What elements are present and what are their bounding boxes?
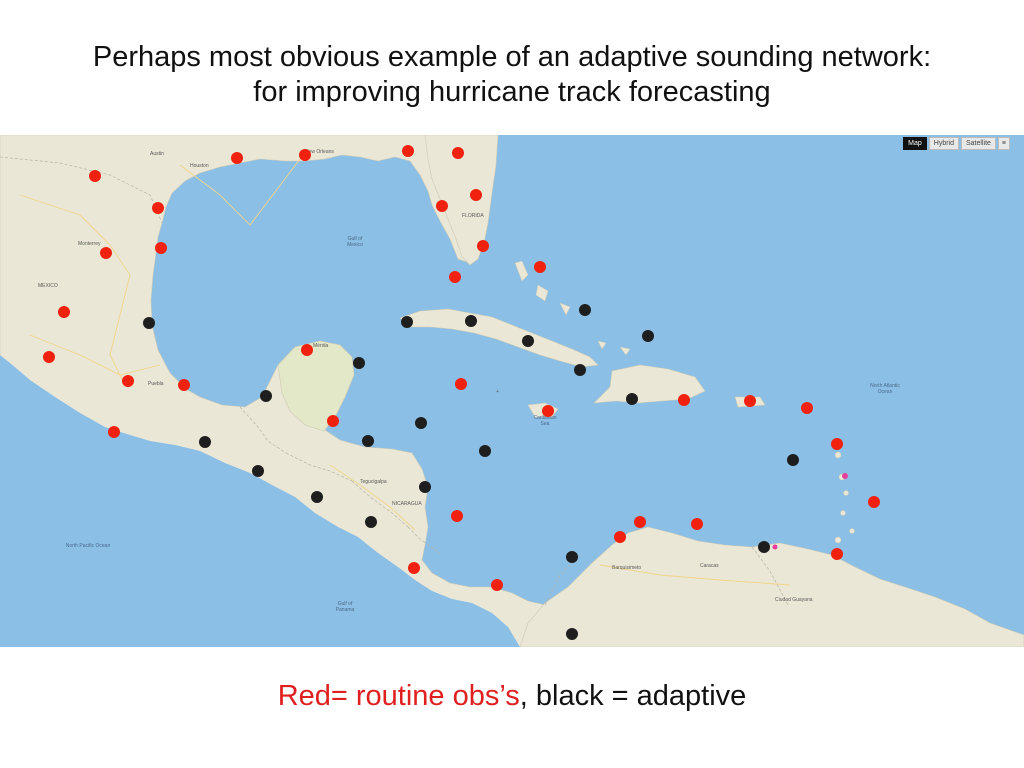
routine-station[interactable]: [831, 438, 843, 450]
map-settings-button[interactable]: ≡: [997, 137, 1010, 150]
routine-station[interactable]: [614, 531, 626, 543]
florida-label: FLORIDA: [462, 213, 484, 219]
city-houston: Houston: [190, 163, 209, 169]
city-new-orleans: New Orleans: [305, 149, 334, 155]
routine-station[interactable]: [155, 242, 167, 254]
hispaniola: [593, 364, 706, 404]
adaptive-station[interactable]: [415, 417, 427, 429]
city-caracas: Caracas: [700, 563, 719, 569]
city-monterrey: Monterrey: [78, 241, 101, 247]
adaptive-station[interactable]: [401, 316, 413, 328]
routine-station[interactable]: [299, 149, 311, 161]
legend-caption: Red= routine obs’s, black = adaptive: [0, 680, 1024, 713]
routine-stations: [43, 145, 880, 591]
slide-title: Perhaps most obvious example of an adapt…: [0, 40, 1024, 110]
routine-station[interactable]: [152, 202, 164, 214]
routine-station[interactable]: [89, 170, 101, 182]
routine-station[interactable]: [451, 510, 463, 522]
adaptive-station[interactable]: [143, 317, 155, 329]
adaptive-station[interactable]: [566, 551, 578, 563]
routine-station[interactable]: [122, 375, 134, 387]
routine-station[interactable]: [455, 378, 467, 390]
adaptive-station[interactable]: [787, 454, 799, 466]
map-type-map-button[interactable]: Map: [903, 137, 927, 150]
adaptive-station[interactable]: [365, 516, 377, 528]
map-crosshair: +: [496, 389, 499, 395]
routine-station[interactable]: [801, 402, 813, 414]
city-barquisimeto: Barquisimeto: [612, 565, 641, 571]
routine-station[interactable]: [868, 496, 880, 508]
adaptive-station[interactable]: [353, 357, 365, 369]
routine-station[interactable]: [452, 147, 464, 159]
adaptive-station[interactable]: [419, 481, 431, 493]
routine-station[interactable]: [691, 518, 703, 530]
title-line-1: Perhaps most obvious example of an adapt…: [92, 41, 932, 73]
adaptive-station[interactable]: [522, 335, 534, 347]
adaptive-station[interactable]: [252, 465, 264, 477]
florida-peninsula: [424, 135, 499, 266]
routine-station[interactable]: [542, 405, 554, 417]
adaptive-station[interactable]: [260, 390, 272, 402]
routine-station[interactable]: [470, 189, 482, 201]
adaptive-station[interactable]: [642, 330, 654, 342]
mexico-label: MEXICO: [38, 283, 58, 289]
routine-station[interactable]: [744, 395, 756, 407]
routine-station[interactable]: [301, 344, 313, 356]
adaptive-stations: [143, 304, 799, 640]
adaptive-station[interactable]: [566, 628, 578, 640]
pink-marker: [842, 473, 848, 479]
adaptive-station[interactable]: [574, 364, 586, 376]
map-type-hybrid-button[interactable]: Hybrid: [928, 137, 959, 150]
north-pacific-label: North Pacific Ocean: [66, 543, 111, 549]
routine-station[interactable]: [449, 271, 461, 283]
routine-station[interactable]: [477, 240, 489, 252]
routine-station[interactable]: [436, 200, 448, 212]
city-puebla: Puebla: [148, 381, 164, 387]
adaptive-station[interactable]: [199, 436, 211, 448]
nicaragua-label: NICARAGUA: [392, 501, 422, 507]
routine-station[interactable]: [678, 394, 690, 406]
routine-station[interactable]: [43, 351, 55, 363]
bahamas: [514, 260, 631, 356]
city-tegucigalpa: Tegucigalpa: [360, 479, 387, 485]
routine-station[interactable]: [100, 247, 112, 259]
routine-station[interactable]: [831, 548, 843, 560]
routine-station[interactable]: [634, 516, 646, 528]
map-type-controls: Map Hybrid Satellite ≡: [903, 137, 1010, 150]
routine-station[interactable]: [491, 579, 503, 591]
adaptive-station[interactable]: [479, 445, 491, 457]
routine-station[interactable]: [108, 426, 120, 438]
adaptive-station[interactable]: [758, 541, 770, 553]
routine-station[interactable]: [231, 152, 243, 164]
pacific-ocean: [0, 355, 520, 647]
city-merida: Mérida: [313, 343, 329, 349]
adaptive-station[interactable]: [579, 304, 591, 316]
caption-red-part: Red= routine obs’s: [277, 680, 520, 712]
routine-station[interactable]: [327, 415, 339, 427]
adaptive-station[interactable]: [311, 491, 323, 503]
routine-station[interactable]: [402, 145, 414, 157]
routine-station[interactable]: [534, 261, 546, 273]
city-ciudad-guayana: Ciudad Guayana: [775, 597, 813, 603]
routine-station[interactable]: [178, 379, 190, 391]
title-line-2: for improving hurricane track forecastin…: [253, 76, 771, 108]
map-type-satellite-button[interactable]: Satellite: [961, 137, 996, 150]
caption-black-part: , black = adaptive: [519, 680, 747, 712]
routine-station[interactable]: [408, 562, 420, 574]
cuba: [399, 308, 599, 368]
adaptive-station[interactable]: [465, 315, 477, 327]
yucatan-peninsula: [277, 340, 355, 432]
roads: [19, 158, 791, 586]
city-austin: Austin: [150, 151, 164, 157]
routine-station[interactable]: [58, 306, 70, 318]
adaptive-station[interactable]: [362, 435, 374, 447]
adaptive-station[interactable]: [626, 393, 638, 405]
pink-marker: [772, 544, 778, 550]
